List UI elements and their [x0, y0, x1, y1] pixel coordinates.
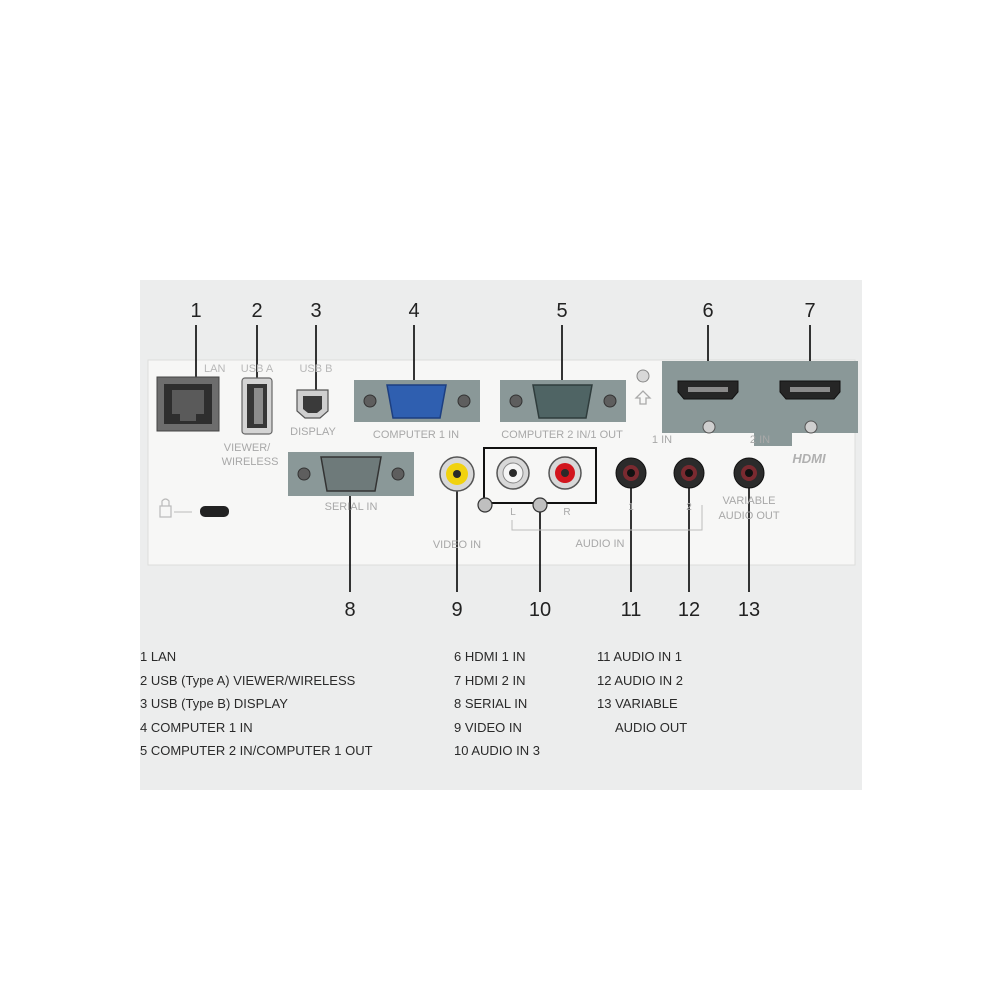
callout-10: 10 [529, 599, 551, 621]
callout-6: 6 [702, 300, 713, 322]
callout-13: 13 [738, 599, 760, 621]
legend-item: AUDIO OUT [615, 719, 688, 735]
callout-12: 12 [678, 599, 700, 621]
legend-item: 1 LAN [140, 649, 177, 664]
usb-a-port[interactable] [241, 377, 273, 435]
callout-2: 2 [251, 300, 262, 322]
video-in-label: VIDEO IN [433, 539, 481, 551]
audio-in-3-l-label: L [510, 507, 516, 518]
usb-b-label: USB B [299, 363, 332, 375]
variable-audio-out-port[interactable] [733, 457, 765, 489]
serial-in-label: SERIAL IN [325, 501, 378, 513]
audio-in-2-number: 2 [686, 502, 692, 513]
legend-column-2: 6 HDMI 1 IN 7 HDMI 2 IN 8 SERIAL IN 9 VI… [454, 645, 540, 763]
legend-item: 2 USB (Type A) VIEWER/WIRELESS [140, 672, 356, 688]
callout-5: 5 [556, 300, 567, 322]
audio-out-label: AUDIO OUT [718, 510, 779, 522]
computer-2-in-1-out-label: COMPUTER 2 IN/1 OUT [501, 429, 623, 441]
legend-item: 12 AUDIO IN 2 [597, 672, 683, 688]
callout-9: 9 [451, 599, 462, 621]
wireless-label: WIRELESS [222, 456, 279, 468]
usb-b-port[interactable] [296, 389, 329, 419]
legend-item: 3 USB (Type B) DISPLAY [140, 696, 288, 711]
callout-8: 8 [344, 599, 355, 621]
variable-label: VARIABLE [723, 495, 776, 507]
computer-1-in-port[interactable] [354, 380, 480, 422]
audio-in-3-left-port[interactable] [496, 456, 530, 490]
callout-11: 11 [621, 599, 642, 621]
audio-in-3-right-port[interactable] [548, 456, 582, 490]
usb-a-label: USB A [241, 363, 274, 375]
legend-item: 6 HDMI 1 IN [454, 649, 526, 664]
up-arrow-icon [634, 369, 652, 405]
audio-in-1-number: 1 [628, 502, 634, 513]
computer-1-in-label: COMPUTER 1 IN [373, 429, 459, 441]
hdmi-2-in-label: 2 IN [750, 434, 770, 446]
legend-item: 11 AUDIO IN 1 [597, 649, 683, 664]
audio-in-1-port[interactable] [615, 457, 647, 489]
audio-in-label: AUDIO IN [576, 538, 625, 550]
legend-item: 10 AUDIO IN 3 [454, 743, 540, 758]
lan-port[interactable] [156, 376, 220, 432]
audio-in-2-port[interactable] [673, 457, 705, 489]
viewer-label: VIEWER/ [224, 442, 271, 454]
video-in-port[interactable] [439, 456, 475, 492]
legend-column-3: 11 AUDIO IN 1 12 AUDIO IN 2 13 VARIABLE … [597, 645, 687, 739]
hdmi-1-in-label: 1 IN [652, 434, 672, 446]
callout-7: 7 [804, 300, 815, 322]
diagram-frame: 1 2 3 4 5 6 7 8 9 10 11 12 13 LAN [140, 280, 862, 790]
ground-screw-icon [532, 497, 548, 513]
display-label: DISPLAY [290, 426, 336, 438]
legend-item: 4 COMPUTER 1 IN [140, 719, 253, 735]
legend-column-1: 1 LAN 2 USB (Type A) VIEWER/WIRELESS 3 U… [140, 645, 373, 763]
legend-item: 7 HDMI 2 IN [454, 672, 526, 688]
audio-in-bracket [511, 505, 703, 531]
audio-in-3-r-label: R [563, 507, 570, 518]
legend-item: 5 COMPUTER 2 IN/COMPUTER 1 OUT [140, 743, 373, 758]
computer-2-in-1-out-port[interactable] [500, 380, 626, 422]
hdmi-1-in-port[interactable] [677, 380, 739, 434]
hdmi-2-in-port[interactable] [779, 380, 841, 434]
callout-4: 4 [408, 300, 419, 322]
callout-3: 3 [310, 300, 321, 322]
callout-1: 1 [190, 300, 201, 322]
serial-in-port[interactable] [288, 452, 414, 496]
legend-item: 9 VIDEO IN [454, 719, 522, 735]
ground-screw-icon [477, 497, 493, 513]
security-lock-icon [159, 498, 192, 518]
lan-label: LAN [204, 363, 225, 375]
legend-item: 13 VARIABLE [597, 696, 678, 711]
connector-panel-diagram: 1 2 3 4 5 6 7 8 9 10 11 12 13 LAN [147, 300, 858, 621]
security-slot[interactable] [200, 506, 229, 517]
legend-item: 8 SERIAL IN [454, 696, 528, 711]
hdmi-logo: HDMI [792, 451, 826, 466]
